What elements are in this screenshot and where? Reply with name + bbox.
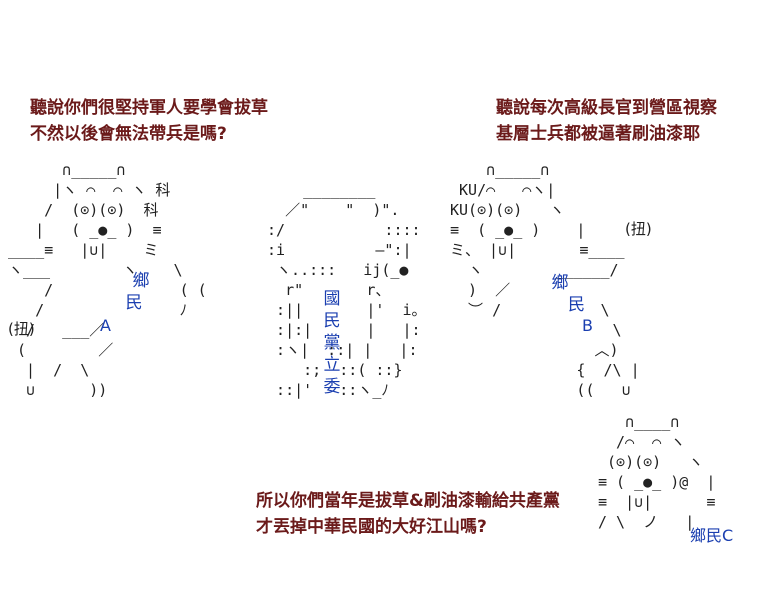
- villager-a-char: 民: [125, 293, 143, 313]
- twist-right-label: (扭): [625, 220, 652, 238]
- villager-b-label: 鄉 民: [550, 272, 586, 316]
- speech-line: 才丟掉中華民國的大好江山嗎?: [256, 517, 487, 537]
- twist-left-label: (扭): [8, 320, 35, 338]
- legislator-char: 國: [323, 289, 341, 309]
- villager-b-letter: B: [582, 316, 593, 335]
- speech-line: 不然以後會無法帶兵是嗎?: [30, 124, 227, 144]
- legislator-char: 黨: [323, 333, 341, 353]
- bear-a-art: ∩_____∩ |ヽ ⌒ ⌒ ヽ 科 / (⊙)(⊙) 科 | ( _●_ ) …: [8, 161, 207, 399]
- villager-a-char: 鄉: [132, 271, 150, 291]
- bear-c-art: ∩____∩ /⌒ ⌒ ヽ (⊙)(⊙) ヽ ≡ ( _●_ )@ | ≡ |∪…: [598, 413, 716, 531]
- bear-b-art: ∩_____∩ KU/⌒ ⌒ヽ| KU(⊙)(⊙) ヽ ≡ ( _●_ ) | …: [450, 161, 640, 399]
- speech-line: 所以你們當年是拔草&刷油漆輸給共產黨: [256, 491, 560, 511]
- speech-line: 基層士兵都被逼著刷油漆耶: [496, 124, 700, 144]
- villager-b-char: 鄉: [551, 273, 569, 293]
- speech-line: 聽說你們很堅持軍人要學會拔草: [30, 98, 268, 118]
- speech-bottom: 所以你們當年是拔草&刷油漆輸給共產黨 才丟掉中華民國的大好江山嗎?: [256, 488, 560, 540]
- legislator-art: ________ ／" " )". :/ :::: :i —":| ヽ..:::…: [267, 181, 427, 399]
- legislator-char: 民: [323, 311, 341, 331]
- legislator-char: 立: [323, 355, 341, 375]
- villager-a-letter: A: [100, 316, 111, 335]
- villager-a-label: 鄉 民: [126, 270, 151, 314]
- legislator-label: 國 民 黨 立 委: [322, 288, 342, 398]
- legislator-char: 委: [323, 377, 341, 397]
- speech-line: 聽說每次高級長官到營區視察: [496, 98, 717, 118]
- villager-c-label: 鄉民C: [690, 526, 734, 545]
- villager-b-char: 民: [568, 295, 585, 315]
- speech-top-right: 聽說每次高級長官到營區視察 基層士兵都被逼著刷油漆耶: [496, 95, 717, 147]
- speech-top-left: 聽說你們很堅持軍人要學會拔草 不然以後會無法帶兵是嗎?: [30, 95, 268, 147]
